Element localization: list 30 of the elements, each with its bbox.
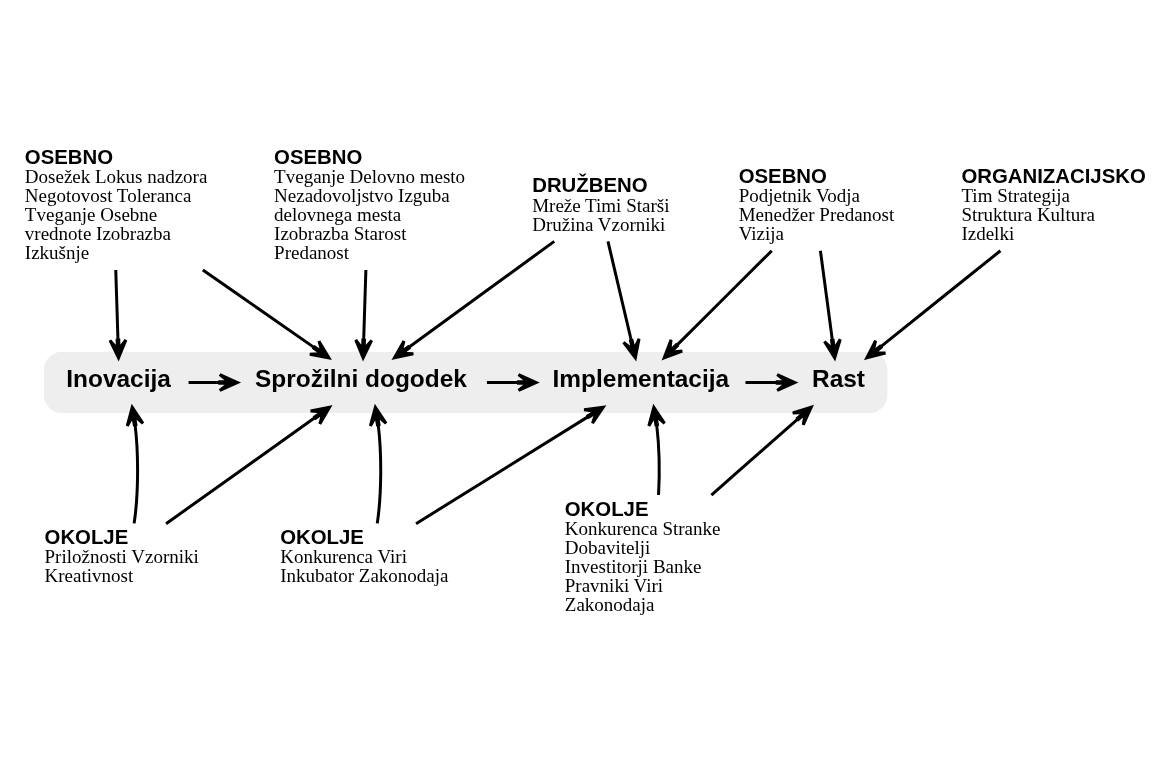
node-text: ORGANIZACIJSKO Tim Strategija Struktura Kultura Izdelki (961, 164, 1146, 245)
arrow (202, 268, 331, 360)
node-text: Rast (812, 365, 865, 393)
node-text: OKOLJE Priložnosti Vzorniki Kreativnost (44, 526, 199, 587)
node-text: Sprožilni dogodek (255, 365, 467, 393)
arrow (710, 405, 813, 497)
node-text: OSEBNO Tveganje Delovno mesto Nezadovoljstvo Izguba delovnega mesta Izobrazba Starost Predanost (274, 145, 466, 264)
arrow (108, 269, 128, 360)
node-text: OKOLJE Konkurenca Stranke Dobavitelji Investitorji Banke Pravniki Viri Zakonodaja (564, 497, 721, 615)
node-text: OSEBNO Dosežek Lokus nadzora Negotovost Toleranca Tveganje Osebne vrednote Izobrazba Izkušnje (24, 145, 208, 264)
arrow (188, 373, 239, 392)
arrow (865, 249, 1002, 360)
node-text: Implementacija (552, 365, 730, 393)
arrow (354, 269, 374, 360)
arrow (606, 241, 641, 360)
node-text: OSEBNO Podjetnik Vodja Menedžer Predanost Vizija (738, 164, 895, 245)
node-text: Inovacija (66, 365, 171, 393)
arrow (165, 405, 332, 525)
arrow (647, 405, 667, 496)
arrow (486, 373, 538, 392)
node-text: DRUŽBENO Mreže Timi Starši Družina Vzorniki (532, 174, 670, 235)
arrow (368, 405, 388, 524)
arrow (662, 249, 773, 360)
arrow (745, 373, 797, 392)
arrow (392, 240, 556, 360)
arrow (415, 405, 605, 525)
cluster (43, 351, 888, 414)
arrow (125, 405, 145, 524)
node-text: OKOLJE Konkurenca Viri Inkubator Zakonodaja (280, 526, 449, 587)
arrow (818, 250, 842, 360)
